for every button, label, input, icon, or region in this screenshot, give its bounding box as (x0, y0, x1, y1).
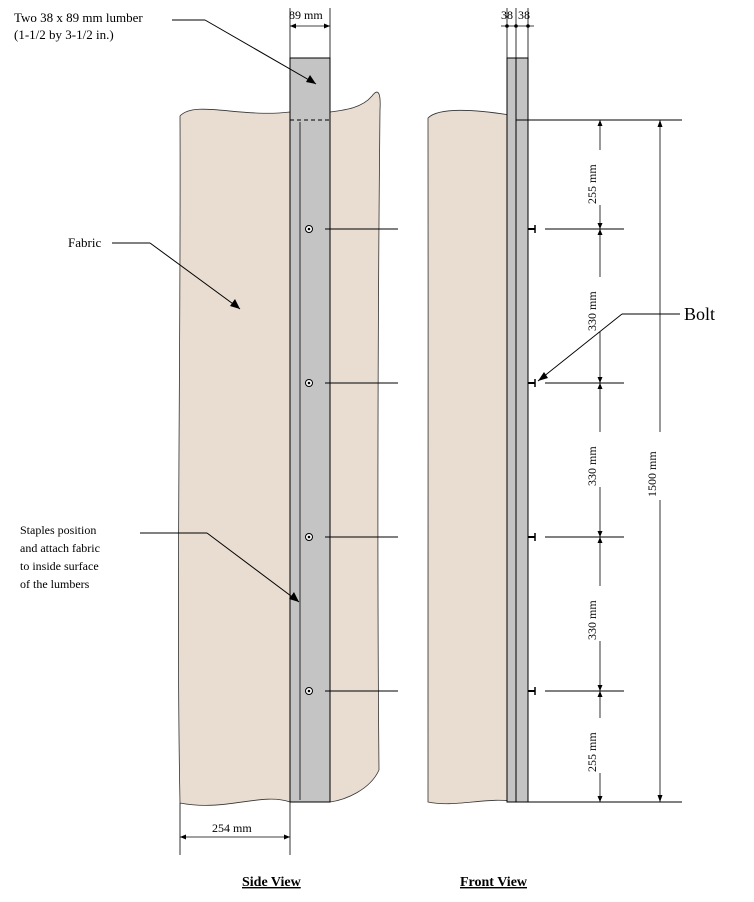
dim-total-1500: 1500 mm (645, 120, 670, 802)
dim-seg5-label: 255 mm (585, 732, 599, 772)
staples-label-line4: of the lumbers (20, 577, 90, 591)
lumber-width-label: 89 mm (289, 8, 323, 22)
front-bolt (528, 379, 624, 387)
thickness-a-label: 38 (501, 8, 513, 22)
staples-label-line3: to inside surface (20, 559, 99, 573)
thickness-b-label: 38 (518, 8, 530, 22)
fabric-label: Fabric (68, 235, 101, 250)
dim-seg3-label: 330 mm (585, 446, 599, 486)
dim-89mm: 89 mm (289, 8, 331, 58)
dim-total-label: 1500 mm (645, 451, 659, 497)
dim-seg4-label: 330 mm (585, 600, 599, 640)
front-view-title: Front View (460, 875, 528, 890)
front-bolt (528, 225, 624, 233)
front-bolt (528, 533, 624, 541)
dim-254mm: 254 mm (179, 802, 291, 855)
front-fabric-sheet (426, 109, 517, 805)
staples-label-line1: Staples position (20, 523, 96, 537)
side-bolt (305, 687, 398, 695)
staples-leader (140, 532, 300, 603)
staples-label-line2: and attach fabric (20, 541, 100, 555)
width-254-label: 254 mm (212, 821, 252, 835)
front-lumber-post-b (515, 57, 529, 803)
dim-segments: 255 mm 330 mm 330 mm 330 mm 255 mm (585, 120, 610, 802)
dim-seg2-label: 330 mm (585, 291, 599, 331)
side-fabric-sheet (178, 108, 291, 806)
side-lumber-post (289, 57, 331, 803)
lumber-leader (172, 19, 317, 85)
dim-seg1-label: 255 mm (585, 164, 599, 204)
side-bolt (305, 379, 398, 387)
front-lumber-post-a (506, 57, 517, 803)
lumber-label-line1: Two 38 x 89 mm lumber (14, 10, 143, 25)
bolt-label: Bolt (684, 304, 715, 324)
fabric-leader (112, 242, 241, 310)
dim-38-38: 38 38 (501, 8, 534, 58)
side-view-title: Side View (242, 875, 302, 890)
side-bolt (305, 533, 398, 541)
lumber-label-line2: (1-1/2 by 3-1/2 in.) (14, 27, 114, 42)
bolt-leader (537, 313, 680, 382)
side-fabric-sheet-right (329, 91, 381, 803)
front-bolt (528, 687, 624, 695)
side-bolt (305, 225, 398, 233)
